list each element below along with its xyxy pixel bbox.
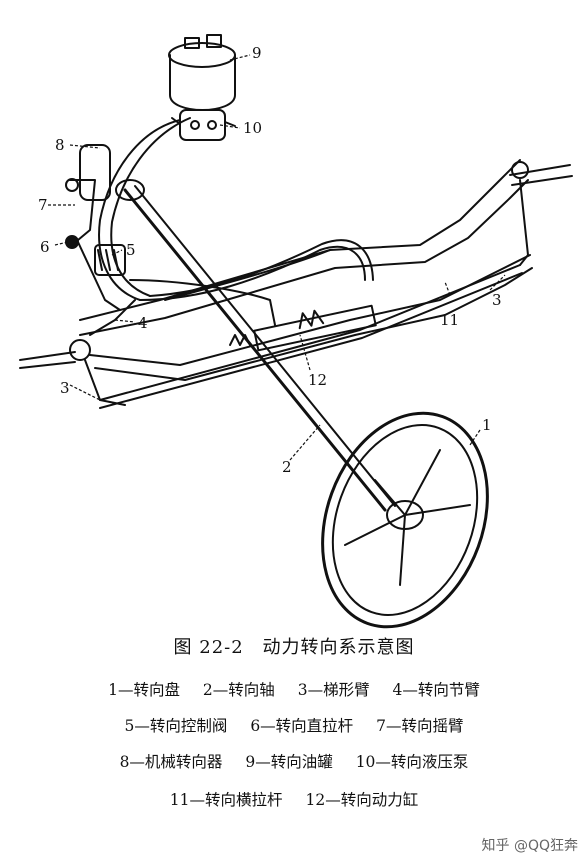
tie-rod	[99, 264, 521, 401]
legend-row: 1—转向盘 2—转向轴 3—梯形臂 4—转向节臂	[0, 678, 588, 700]
oil-reservoir	[168, 34, 236, 111]
figure-title: 动力转向系示意图	[262, 637, 415, 658]
control-valve	[94, 244, 126, 276]
legend-item: 6—转向直拉杆	[250, 717, 354, 735]
legend-item: 7—转向摇臂	[376, 717, 464, 735]
steering-arm-left	[84, 359, 126, 406]
steering-shaft	[123, 188, 387, 512]
figure-number: 图 22-2	[173, 637, 244, 658]
pitman-arm	[69, 179, 96, 241]
callout-4: 4	[138, 314, 148, 332]
legend-row: 11—转向横拉杆 12—转向动力缸	[0, 788, 588, 810]
front-axle	[19, 161, 573, 369]
legend-item: 11—转向横拉杆	[169, 791, 283, 809]
callout-1: 1	[482, 416, 492, 434]
legend-row: 5—转向控制阀 6—转向直拉杆 7—转向摇臂	[0, 714, 588, 736]
steering-wheel	[321, 411, 489, 629]
callout-5: 5	[126, 241, 136, 259]
callout-6: 6	[40, 238, 50, 256]
legend-item: 8—机械转向器	[119, 753, 223, 771]
legend-item: 4—转向节臂	[392, 681, 480, 699]
callout-7: 7	[38, 196, 48, 214]
callout-8: 8	[55, 136, 65, 154]
mechanical-steering-gear	[79, 144, 145, 201]
power-steering-diagram: 1 2 3 3 4 5 6 7 8 9 10 11 12	[19, 34, 573, 629]
figure-caption: 图 22-2 动力转向系示意图	[0, 633, 588, 659]
callout-11: 11	[440, 311, 459, 329]
watermark: 知乎 @QQ狂奔	[481, 838, 579, 854]
hydraulic-pump	[171, 109, 236, 141]
callout-9: 9	[252, 44, 262, 62]
callout-10: 10	[243, 119, 262, 137]
legend-item: 2—转向轴	[202, 681, 275, 699]
callout-2: 2	[282, 458, 292, 476]
legend-item: 9—转向油罐	[245, 753, 333, 771]
legend-row: 8—机械转向器 9—转向油罐 10—转向液压泵	[0, 750, 588, 772]
callout-12: 12	[308, 371, 327, 389]
legend-item: 10—转向液压泵	[355, 753, 469, 771]
drag-link-joint	[65, 235, 79, 249]
vehicle-frame	[79, 159, 533, 381]
hydraulic-hoses	[98, 117, 374, 326]
legend-item: 1—转向盘	[108, 681, 180, 699]
legend-item: 12—转向动力缸	[305, 791, 419, 809]
callout-3-right: 3	[492, 291, 502, 309]
callout-3-left: 3	[60, 379, 70, 397]
legend-item: 3—梯形臂	[297, 681, 370, 699]
legend-item: 5—转向控制阀	[124, 717, 228, 735]
steering-arm-right	[519, 179, 529, 266]
